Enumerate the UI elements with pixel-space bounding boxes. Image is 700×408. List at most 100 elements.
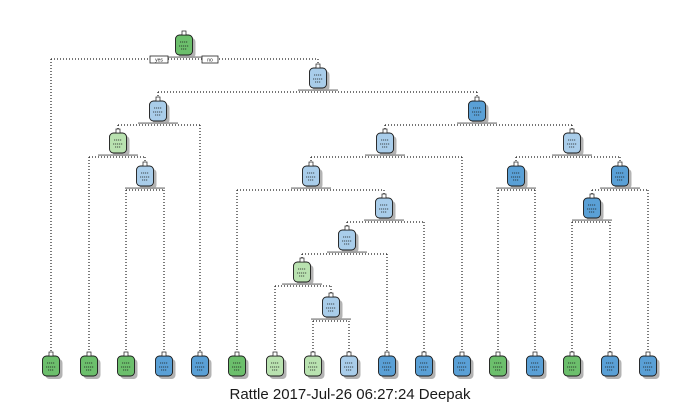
tree-node (563, 128, 584, 156)
caption: Rattle 2017-Jul-26 06:27:24 Deepak (229, 386, 471, 403)
leaf-node (117, 351, 138, 379)
leaf-node (80, 351, 101, 379)
node-box (304, 355, 322, 377)
leaf-node (563, 351, 584, 379)
node-box (191, 355, 209, 377)
leaf-node (489, 351, 510, 379)
node-number-tab (299, 257, 305, 263)
node-number-tab (272, 351, 278, 357)
leaf-node (266, 351, 287, 379)
node-box (639, 355, 657, 377)
node-number-tab (197, 351, 203, 357)
node-number-tab (532, 351, 538, 357)
node-box (322, 296, 340, 318)
node-number-tab (421, 351, 427, 357)
node-box (266, 355, 284, 377)
leaf-node (42, 351, 63, 379)
node-box (507, 165, 525, 187)
node-box (338, 229, 356, 251)
node-box (453, 355, 471, 377)
node-number-tab (328, 292, 334, 298)
tree-node (136, 161, 157, 189)
decision-tree-diagram: yes no (42, 30, 660, 379)
node-number-tab (513, 161, 519, 167)
leaf-node (526, 351, 547, 379)
leaf-node (378, 351, 399, 379)
leaf-node (415, 351, 436, 379)
node-box (526, 355, 544, 377)
node-number-tab (346, 351, 352, 357)
node-number-tab (384, 351, 390, 357)
node-number-tab (569, 351, 575, 357)
root-split-labels: yes no (149, 55, 219, 64)
tree-node (309, 63, 330, 91)
tree-node (338, 225, 359, 253)
tree-node (468, 96, 489, 124)
leaf-node (304, 351, 325, 379)
node-number-tab (315, 63, 321, 69)
yes-label: yes (155, 58, 163, 64)
tree-node (611, 161, 632, 189)
no-label: no (207, 58, 213, 64)
tree-node (293, 257, 314, 285)
node-number-tab (234, 351, 240, 357)
tree-node (175, 30, 196, 58)
node-number-tab (344, 225, 350, 231)
node-box (309, 67, 327, 89)
node-box (117, 355, 135, 377)
node-number-tab (310, 351, 316, 357)
node-box (489, 355, 507, 377)
node-box (583, 197, 601, 219)
node-box (175, 34, 193, 56)
tree-node (149, 96, 170, 124)
node-number-tab (617, 161, 623, 167)
node-box (611, 165, 629, 187)
tree-node (583, 193, 604, 221)
node-number-tab (308, 161, 314, 167)
tree-node (302, 161, 323, 189)
node-box (376, 132, 394, 154)
node-number-tab (142, 161, 148, 167)
tree-node (376, 128, 397, 156)
node-box (563, 355, 581, 377)
node-box (378, 355, 396, 377)
node-box (80, 355, 98, 377)
node-box (149, 100, 167, 122)
node-number-tab (381, 193, 387, 199)
leaf-node (228, 351, 249, 379)
node-number-tab (123, 351, 129, 357)
leaf-node (155, 351, 176, 379)
no-box (201, 55, 219, 64)
node-number-tab (48, 351, 54, 357)
node-number-tab (645, 351, 651, 357)
leaf-node (453, 351, 474, 379)
node-box (293, 261, 311, 283)
node-box (228, 355, 246, 377)
node-box (155, 355, 173, 377)
leaf-node (340, 351, 361, 379)
tree-nodes (42, 30, 660, 379)
node-number-tab (155, 96, 161, 102)
node-box (302, 165, 320, 187)
node-number-tab (495, 351, 501, 357)
leaf-node (191, 351, 212, 379)
node-box (601, 355, 619, 377)
node-box (340, 355, 358, 377)
node-box (415, 355, 433, 377)
node-number-tab (459, 351, 465, 357)
node-number-tab (382, 128, 388, 134)
leaf-node (601, 351, 622, 379)
node-box (42, 355, 60, 377)
node-box (563, 132, 581, 154)
node-number-tab (589, 193, 595, 199)
tree-node (322, 292, 343, 320)
node-box (375, 197, 393, 219)
tree-edges (50, 56, 649, 353)
leaf-node (639, 351, 660, 379)
node-box (136, 165, 154, 187)
node-number-tab (115, 128, 121, 134)
tree-node (507, 161, 528, 189)
node-number-tab (569, 128, 575, 134)
node-number-tab (181, 30, 187, 36)
node-number-tab (474, 96, 480, 102)
